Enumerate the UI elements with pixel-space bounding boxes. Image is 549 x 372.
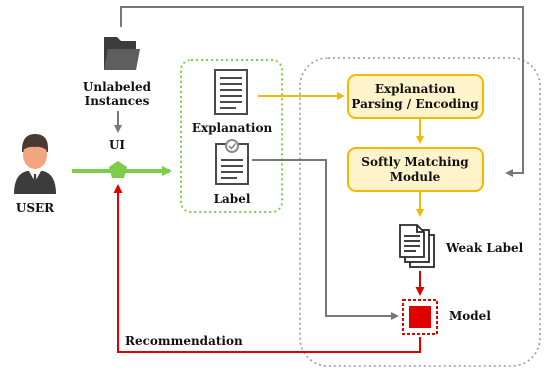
unlabeled-instances-label-line1: Unlabeled [83,80,152,94]
parsing-box-line2: Parsing / Encoding [351,97,479,111]
folder-icon [104,37,140,70]
instances-to-matching-arrow [120,6,524,177]
recommendation-arrow [113,184,421,353]
ui-node [109,161,127,178]
certificate-icon [215,139,249,185]
weak-label-label: Weak Label [445,241,524,255]
document-icon [214,69,248,115]
user-icon [14,134,56,194]
explanation-label: Explanation [192,121,273,135]
ui-label: UI [109,138,125,152]
user-label: USER [16,201,55,215]
parsing-encoding-box [347,74,484,119]
model-label: Model [449,309,491,323]
recommendation-label: Recommendation [125,334,243,348]
label-to-model-arrow [252,159,399,320]
model-chip-icon [402,299,438,335]
stacked-documents-icon [399,224,435,268]
matching-box-line1: Softly Matching [361,155,469,169]
softly-matching-box [347,147,484,192]
label-label: Label [214,192,251,206]
unlabeled-instances-label-line2: Instances [85,94,150,108]
parsing-box-line1: Explanation [375,82,456,96]
matching-box-line2: Module [390,170,441,184]
annotation-box [180,59,283,213]
system-region [299,57,541,367]
